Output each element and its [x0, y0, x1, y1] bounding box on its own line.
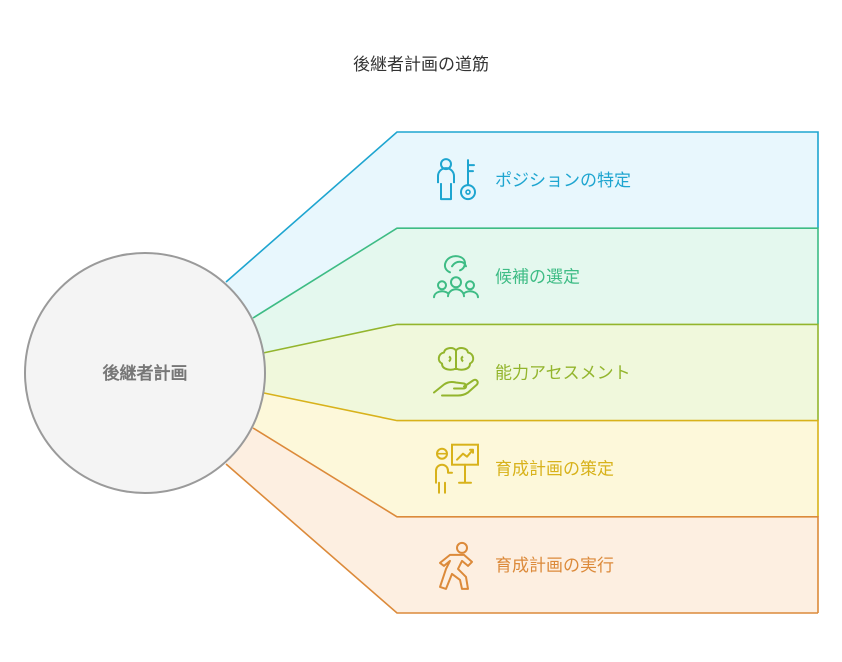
step-box: [397, 228, 818, 325]
step-connector: [253, 393, 397, 517]
step-box: [397, 420, 818, 517]
center-label: 後継者計画: [103, 363, 188, 384]
step-band-1: ポジションの特定: [225, 131, 819, 318]
step-connector: [253, 228, 397, 353]
step-connector: [226, 428, 397, 613]
diagram-title: 後継者計画の道筋: [353, 55, 489, 75]
candidates-group-icon: [432, 255, 480, 299]
brain-hand-icon: [433, 347, 479, 397]
step-band-3: 能力アセスメント: [262, 323, 819, 421]
presentation-board-icon: [435, 443, 479, 494]
step-label: 候補の選定: [495, 267, 580, 287]
step-label: 能力アセスメント: [495, 364, 631, 384]
step-label: ポジションの特定: [495, 171, 631, 191]
step-band-2: 候補の選定: [252, 227, 819, 353]
step-connector: [226, 132, 397, 318]
center-node: 後継者計画: [24, 252, 266, 494]
running-person-icon: [439, 541, 473, 590]
step-connector: [263, 324, 397, 421]
step-box: [397, 324, 818, 421]
step-label: 育成計画の策定: [495, 460, 614, 480]
step-label: 育成計画の実行: [495, 556, 614, 576]
step-band-5: 育成計画の実行: [226, 427, 819, 613]
step-bottom-edge: [225, 463, 818, 614]
person-key-icon: [437, 158, 476, 201]
step-band-4: 育成計画の策定: [253, 392, 819, 517]
